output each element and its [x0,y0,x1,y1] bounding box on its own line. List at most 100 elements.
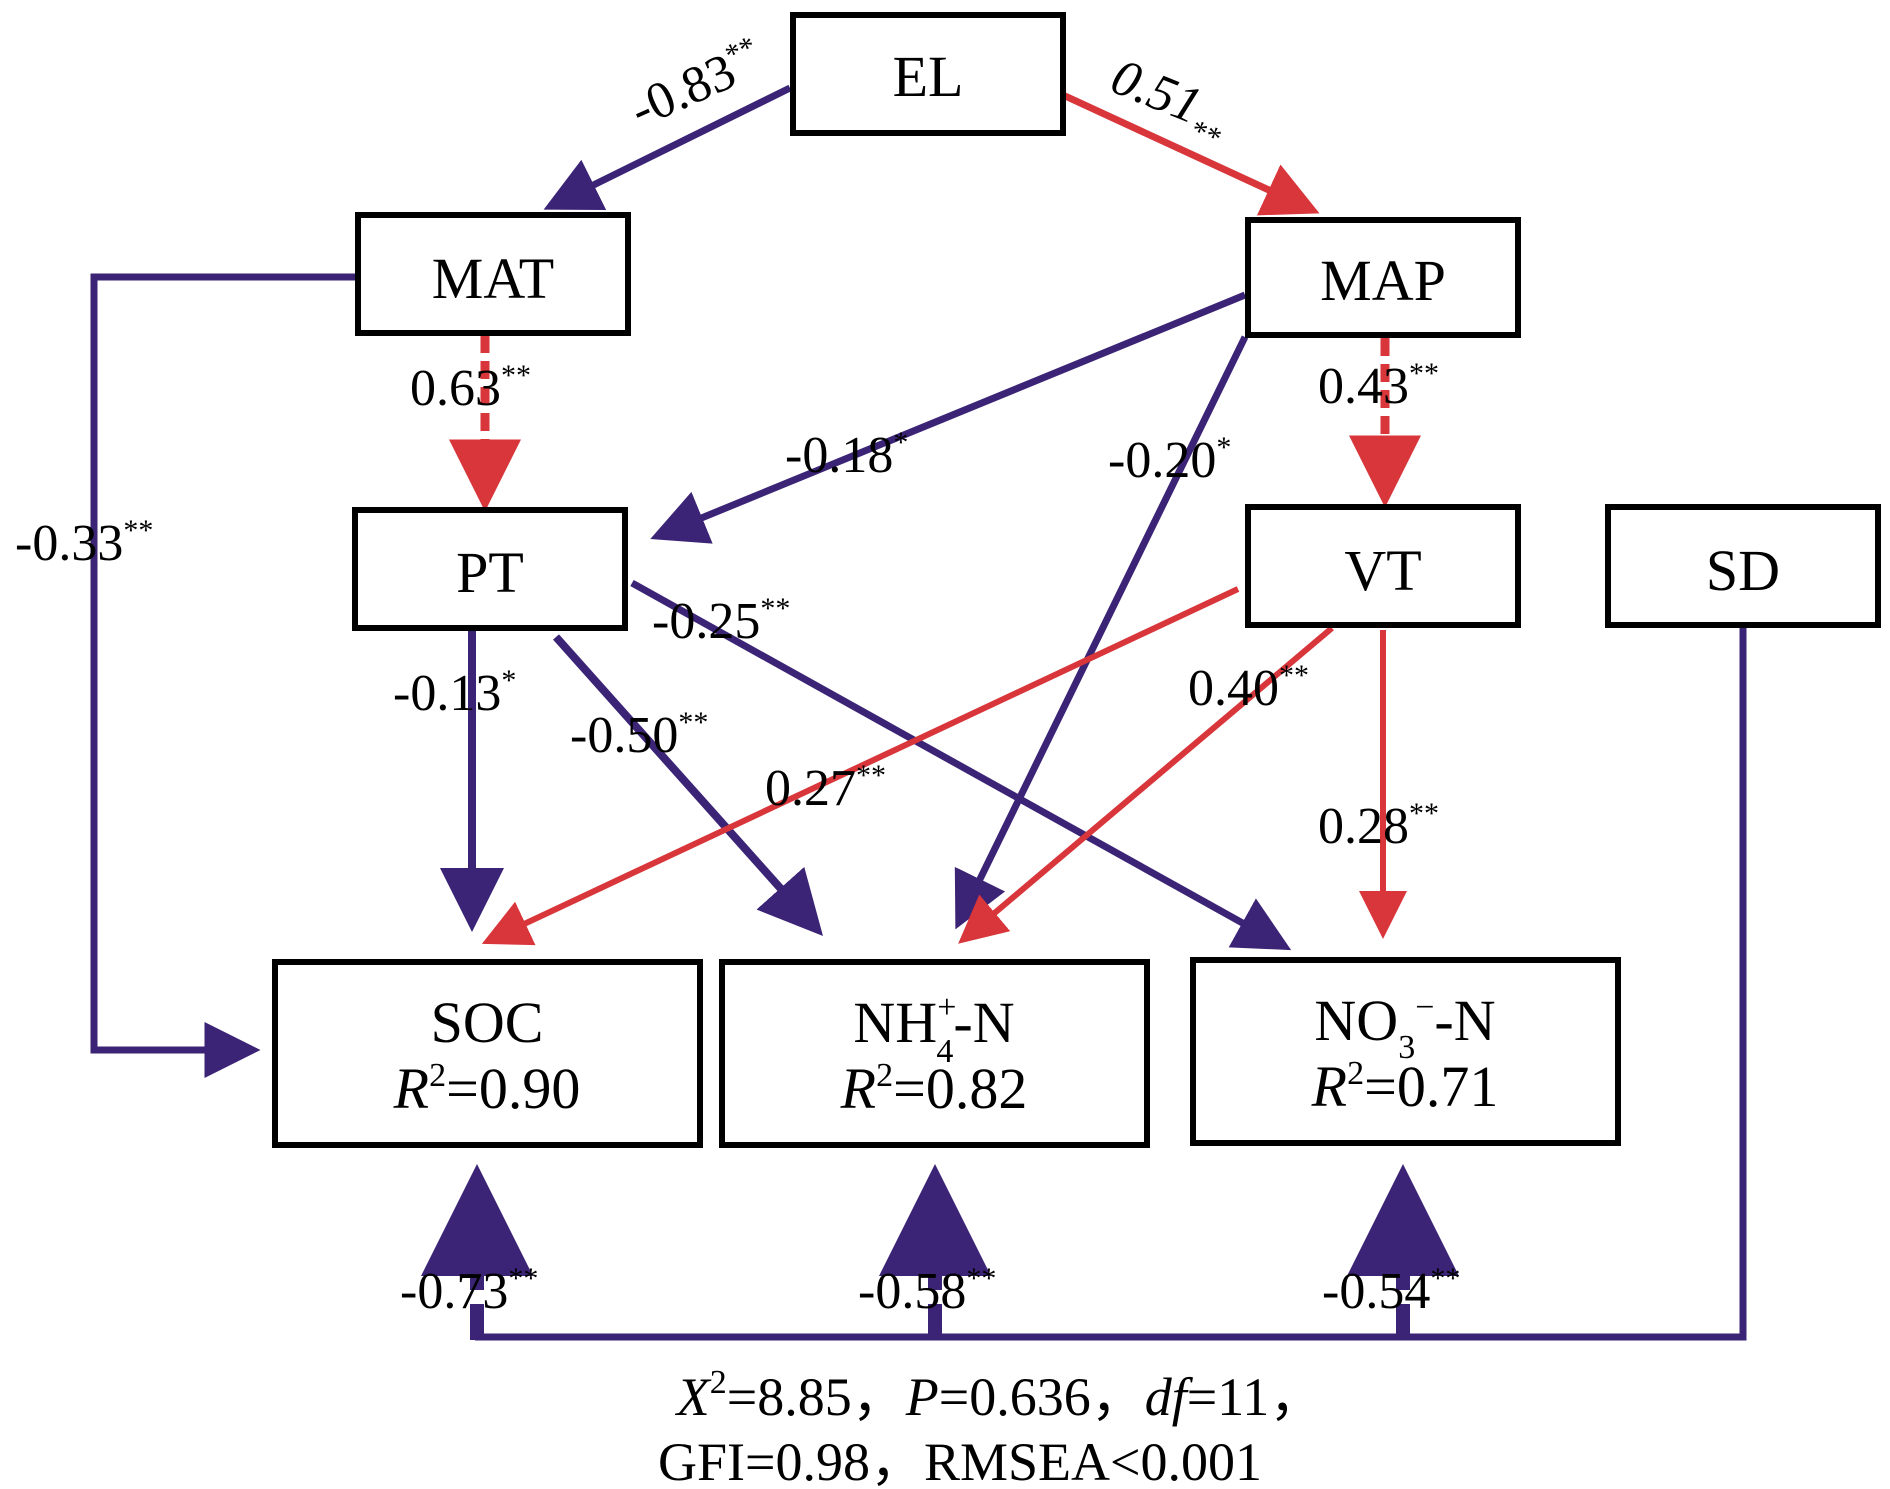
node-sd-label: SD [1706,538,1780,603]
coef-map-vt: 0.43** [1318,357,1439,415]
node-no3-r2-sup: 2 [1347,1055,1364,1092]
coef-pt-no3-sig: ** [760,592,790,625]
coef-map-vt-sig: ** [1409,357,1439,390]
fit-chi-sup: 2 [710,1364,727,1401]
coef-sd-nh4: -0.58** [858,1262,996,1320]
coef-mat-soc-sig: ** [123,514,153,547]
node-soc-label: SOC [431,990,544,1055]
fit-df-value: =11， [1187,1367,1323,1427]
path-sd-bus [475,625,1747,1341]
node-nh4-label-tail: -N [953,990,1014,1055]
fit-line-2: GFI=0.98，RMSEA<0.001 [658,1432,1262,1489]
node-no3: NO3−-N R2=0.71 [1190,957,1621,1146]
path-mat-soc [90,273,358,1078]
node-nh4-label-main: NH [853,990,937,1055]
coef-sd-soc: -0.73** [400,1262,538,1320]
coef-sd-soc-value: -0.73 [400,1263,508,1320]
coef-mat-pt: 0.63** [410,359,531,417]
coef-el-map: 0.51** [1100,48,1237,155]
coef-pt-no3: -0.25** [652,592,790,650]
coef-map-pt: -0.18* [785,426,908,484]
node-soc-r2-sup: 2 [429,1057,446,1094]
node-nh4-r2-value: =0.82 [893,1056,1027,1121]
node-soc-r2: R2=0.90 [393,1056,581,1121]
node-pt: PT [352,507,628,631]
coef-sd-nh4-value: -0.58 [858,1263,966,1320]
coef-sd-nh4-sig: ** [966,1262,996,1295]
coef-map-nh4: -0.20* [1108,431,1231,489]
fit-p-symbol: P [905,1367,939,1427]
path-pt-nh4 [553,634,823,936]
fit-chi-symbol: X [675,1367,712,1427]
coef-vt-no3-sig: ** [1409,797,1439,830]
node-nh4-label: NH+4-N [853,989,1014,1070]
coef-vt-nh4: 0.40** [1188,659,1309,717]
node-no3-label-main: NO [1314,988,1398,1053]
coef-map-nh4-sig: * [1216,431,1231,464]
coef-pt-soc-value: -0.13 [393,665,501,722]
node-no3-r2: R2=0.71 [1311,1054,1499,1119]
node-nh4: NH+4-N R2=0.82 [719,959,1150,1148]
coef-mat-pt-value: 0.63 [410,360,501,417]
node-nh4-label-sup: + [937,989,956,1026]
node-soc-r2-value: =0.90 [446,1056,580,1121]
node-soc-r2-symbol: R [393,1056,429,1121]
fit-chi-value: =8.85， [727,1367,906,1427]
coef-mat-soc-value: -0.33 [15,515,123,572]
node-el: EL [790,12,1066,136]
path-el-map [1061,91,1320,216]
path-map-nh4 [954,335,1249,930]
coef-vt-soc-value: 0.27 [765,760,856,817]
node-mat: MAT [355,212,631,336]
node-sd: SD [1605,504,1881,628]
node-no3-label: NO3−-N [1314,988,1495,1066]
coef-vt-nh4-value: 0.40 [1188,660,1279,717]
node-nh4-r2-sup: 2 [876,1057,893,1094]
node-vt: VT [1245,504,1521,628]
node-pt-label: PT [456,540,524,605]
coef-pt-nh4-value: -0.50 [570,707,678,764]
fit-rmsea: RMSEA<0.001 [924,1432,1262,1489]
node-no3-label-sup: − [1415,989,1434,1026]
coef-vt-soc: 0.27** [765,759,886,817]
fit-p-value: =0.636， [939,1367,1145,1427]
coef-map-vt-value: 0.43 [1318,358,1409,415]
node-no3-label-sub: 3 [1398,1029,1415,1066]
coef-sd-soc-sig: ** [508,1262,538,1295]
coef-pt-nh4-sig: ** [678,706,708,739]
coef-sd-no3-sig: ** [1430,1262,1460,1295]
fit-df-symbol: df [1145,1367,1194,1427]
coef-sd-no3: -0.54** [1322,1262,1460,1320]
fit-gfi: GFI=0.98， [658,1432,924,1489]
coef-el-mat-value: -0.83 [622,43,744,139]
node-el-label: EL [893,44,964,109]
node-no3-r2-value: =0.71 [1364,1054,1498,1119]
node-nh4-r2: R2=0.82 [840,1056,1028,1121]
coef-vt-no3: 0.28** [1318,797,1439,855]
coef-mat-pt-sig: ** [501,359,531,392]
node-nh4-label-sub: 4 [936,1033,953,1070]
node-no3-r2-symbol: R [1311,1054,1347,1119]
coef-map-nh4-value: -0.20 [1108,432,1216,489]
path-map-pt [650,291,1247,544]
coef-el-mat: -0.83** [621,30,771,139]
coef-vt-no3-value: 0.28 [1318,798,1409,855]
node-map: MAP [1245,217,1521,338]
node-no3-label-tail: -N [1434,988,1495,1053]
node-mat-label: MAT [432,246,554,311]
node-vt-label: VT [1344,538,1421,603]
node-map-label: MAP [1320,248,1446,313]
coef-vt-nh4-sig: ** [1279,659,1309,692]
coef-map-pt-sig: * [893,426,908,459]
path-vt-soc [481,586,1240,946]
node-nh4-r2-symbol: R [840,1056,876,1121]
coef-map-pt-value: -0.18 [785,427,893,484]
path-vt-nh4 [958,625,1334,944]
coef-pt-nh4: -0.50** [570,706,708,764]
coef-mat-soc: -0.33** [15,514,153,572]
path-pt-no3 [630,579,1292,951]
path-el-mat [543,84,792,210]
coef-sd-no3-value: -0.54 [1322,1263,1430,1320]
model-fit-stats: X2=8.85，P=0.636，df=11， GFI=0.98，RMSEA<0.… [658,1364,1323,1489]
